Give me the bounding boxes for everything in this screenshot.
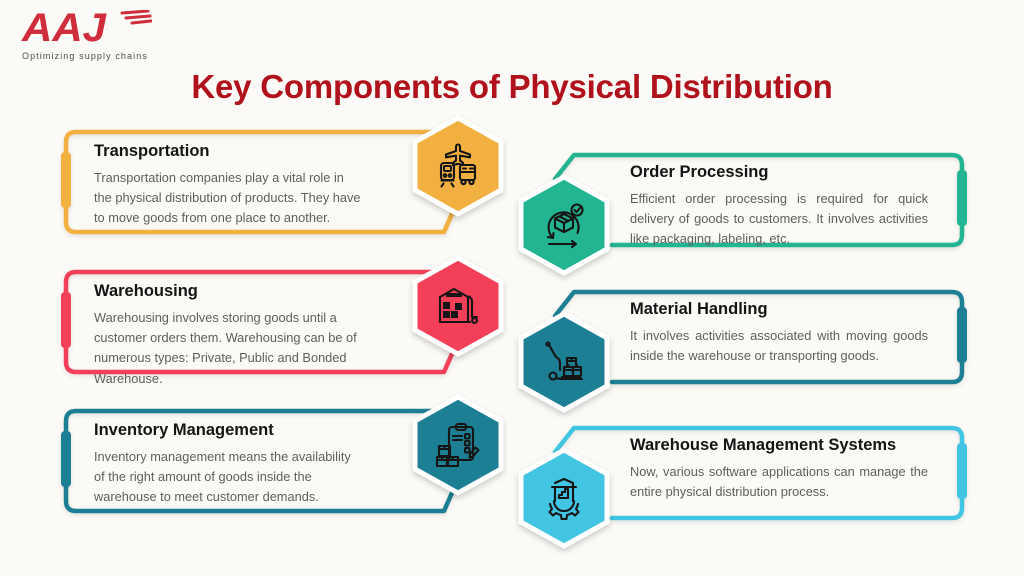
- clipboard-boxes-icon: [435, 422, 480, 468]
- card-material-handling: Material Handling It involves activities…: [518, 287, 967, 413]
- card-border: [552, 289, 967, 385]
- card-description: Now, various software applications can m…: [630, 464, 928, 500]
- logo-text: AAJ: [22, 6, 107, 50]
- card-text: Order Processing Efficient order process…: [570, 150, 966, 250]
- transportation-hexagon: [412, 115, 504, 217]
- logo-tagline: Optimizing supply chains: [22, 51, 148, 61]
- card-warehousing: Warehousing Warehousing involves storing…: [60, 255, 504, 386]
- card-text: Inventory Management Inventory managemen…: [60, 406, 456, 508]
- warehouse-shelves-icon: [438, 287, 479, 324]
- card-border: [552, 425, 967, 521]
- card-title: Warehousing: [94, 282, 198, 300]
- order-processing-hexagon: [518, 174, 610, 276]
- card-warehouse-management-systems: Warehouse Management Systems Now, variou…: [518, 423, 967, 549]
- card-description: Warehousing involves storing goods until…: [94, 310, 357, 386]
- card-text: Transportation Transportation companies …: [60, 127, 456, 229]
- card-description: Transportation companies play a vital ro…: [94, 170, 361, 226]
- card-transportation: Transportation Transportation companies …: [60, 115, 504, 237]
- card-border: [61, 408, 460, 514]
- card-text: Warehouse Management Systems Now, variou…: [570, 423, 966, 502]
- card-description: Efficient order processing is required f…: [630, 191, 928, 247]
- card-title: Order Processing: [630, 163, 769, 181]
- card-text: Material Handling It involves activities…: [570, 287, 966, 366]
- card-title: Material Handling: [630, 300, 768, 318]
- card-text: Warehousing Warehousing involves storing…: [60, 267, 456, 389]
- card-title: Transportation: [94, 142, 210, 160]
- inventory-management-hexagon: [412, 394, 504, 496]
- page-title: Key Components of Physical Distribution: [191, 68, 833, 106]
- card-description: Inventory management means the availabil…: [94, 449, 351, 505]
- card-title: Warehouse Management Systems: [630, 436, 897, 454]
- logo-speed-lines-icon: [120, 10, 152, 25]
- warehousing-hexagon: [412, 255, 504, 357]
- plane-train-bus-icon: [439, 143, 477, 188]
- box-cycle-icon: [546, 203, 584, 249]
- card-border: [552, 152, 967, 248]
- card-border: [61, 129, 460, 235]
- card-description: It involves activities associated with m…: [630, 328, 928, 364]
- card-inventory-management: Inventory Management Inventory managemen…: [60, 394, 504, 518]
- warehouse-management-systems-hexagon: [518, 447, 610, 549]
- material-handling-hexagon: [518, 311, 610, 413]
- card-order-processing: Order Processing Efficient order process…: [518, 150, 967, 276]
- logo: AAJ Optimizing supply chains: [22, 8, 172, 61]
- pallet-jack-icon: [545, 341, 584, 381]
- card-border: [61, 269, 460, 375]
- gear-warehouse-icon: [548, 477, 580, 521]
- card-title: Inventory Management: [94, 421, 274, 439]
